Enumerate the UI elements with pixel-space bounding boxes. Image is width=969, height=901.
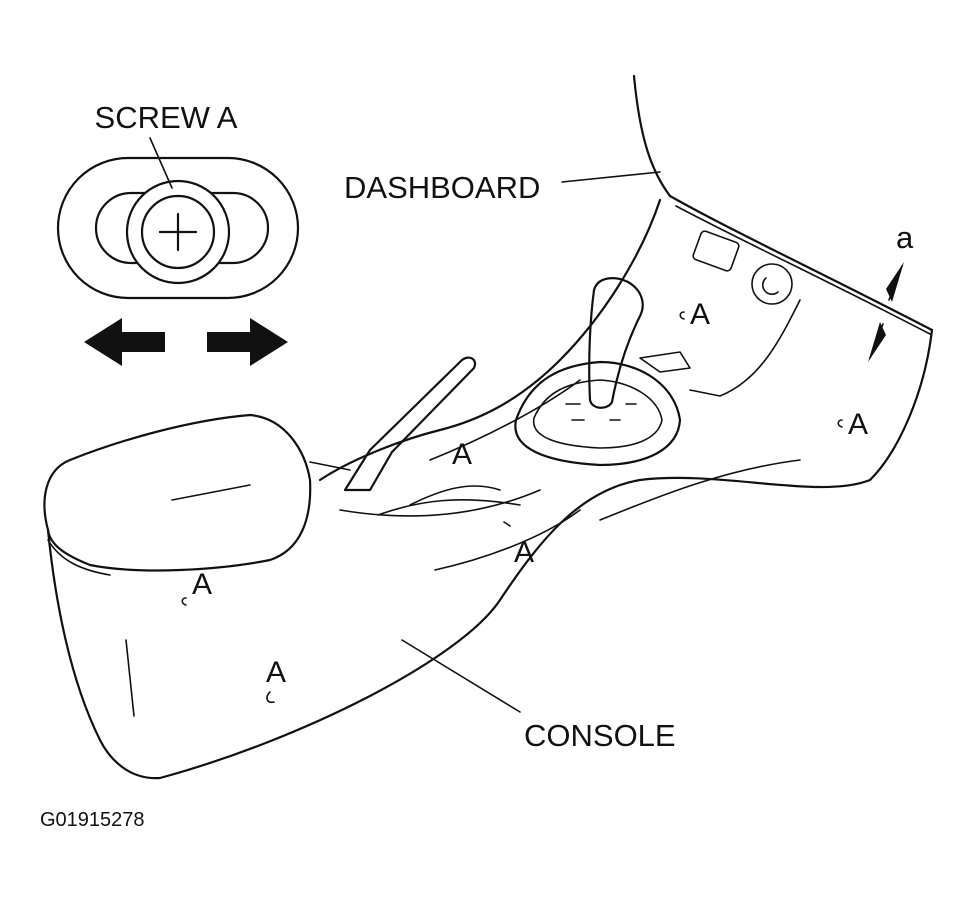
screw-marker: A [514,536,534,569]
screw-marker: A [192,568,212,601]
dashboard-leader-line [561,171,661,183]
screw-markers: A A A A A A A [181,298,868,704]
screw-marker: A [452,438,472,471]
dashboard-label: DASHBOARD [344,170,540,205]
arrow-left-icon [84,318,165,366]
figure-code: G01915278 [40,809,145,831]
screw-detail-inset: SCREW A [56,100,300,366]
screw-leader-line [149,137,173,189]
screw-marker: A [266,656,286,689]
arrow-right-icon [207,318,288,366]
gap-label: a [896,220,914,255]
console-label: CONSOLE [524,718,676,753]
dashboard-outline: DASHBOARD [344,74,934,335]
screw-marker: A [848,408,868,441]
console-body: CONSOLE [43,198,934,780]
console-leader-line [401,639,521,713]
screw-head-icon [158,212,198,252]
screw-marker: A [690,298,710,331]
screw-label: SCREW A [95,100,238,135]
gap-dimension: a [868,220,914,362]
